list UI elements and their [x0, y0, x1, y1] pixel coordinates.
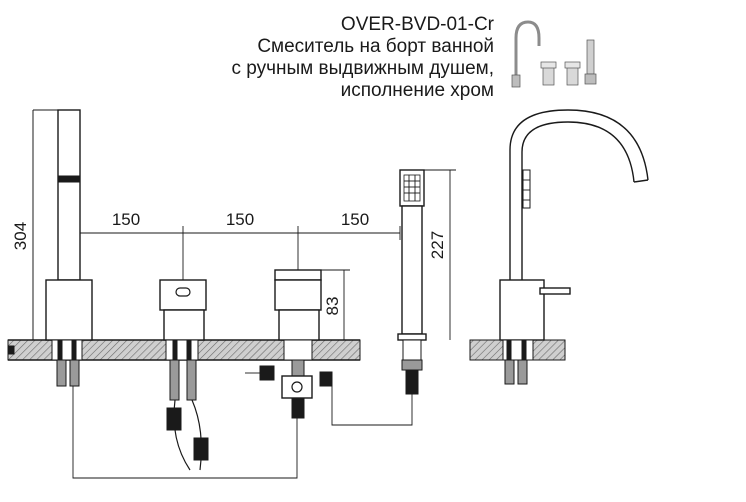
dim-height-shower: 227	[428, 231, 447, 259]
dimension-spacing: 150 150 150	[79, 210, 401, 280]
valve-left	[159, 279, 209, 471]
spout-front	[32, 109, 93, 387]
product-thumbnail	[511, 20, 597, 88]
spout-side	[499, 109, 649, 385]
dim-height-handle: 83	[323, 297, 342, 316]
dim-spacing-3: 150	[341, 210, 369, 229]
dim-spacing-1: 150	[112, 210, 140, 229]
valve-right	[259, 269, 333, 419]
dimension-227: 227	[424, 169, 456, 340]
hand-shower-holder	[397, 169, 427, 395]
dimension-83: 83	[321, 269, 350, 340]
description-line-3: исполнение хром	[340, 80, 494, 101]
description-line-1: Смеситель на борт ванной	[257, 36, 494, 57]
dim-spacing-2: 150	[226, 210, 254, 229]
dimension-304: 304	[11, 110, 34, 340]
dim-height-spout: 304	[11, 222, 30, 250]
description-line-2: с ручным выдвижным душем,	[231, 58, 494, 79]
title-block: OVER-BVD-01-Cr Смеситель на борт ванной …	[231, 14, 494, 102]
model-code: OVER-BVD-01-Cr	[340, 14, 494, 35]
shower-head-grid	[403, 174, 421, 202]
connection-lines	[72, 372, 413, 479]
